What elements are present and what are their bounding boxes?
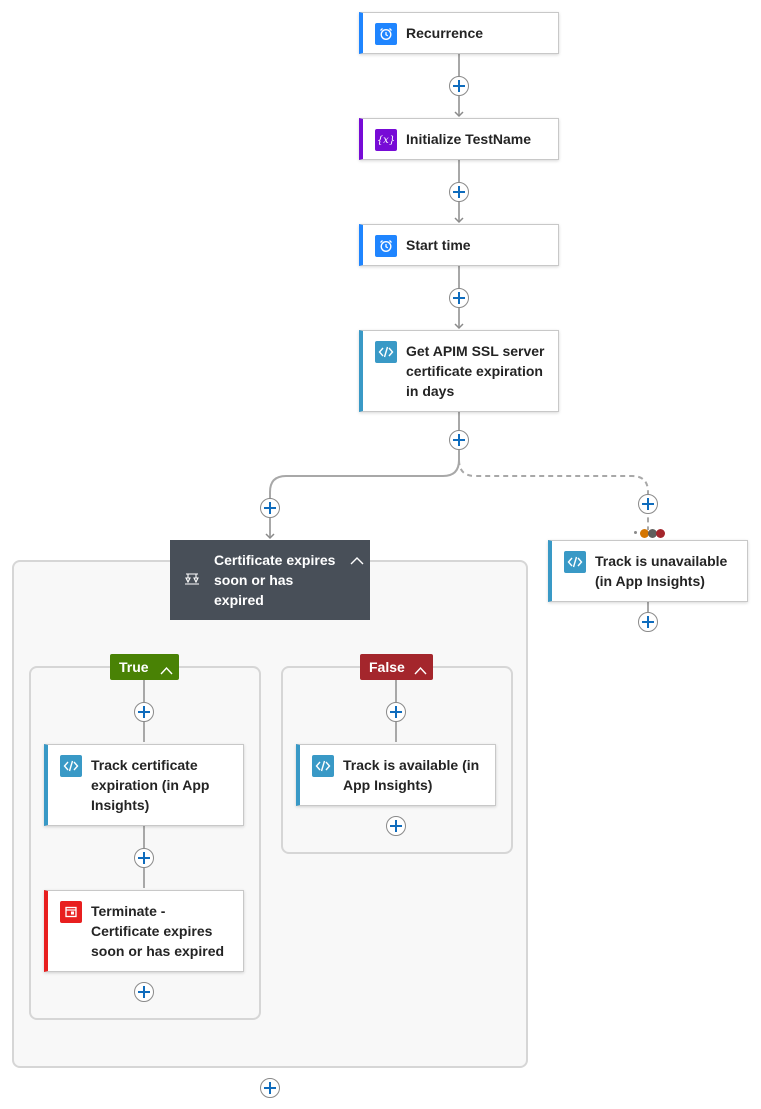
true-branch-badge[interactable]: True: [110, 654, 179, 680]
insert-step-button[interactable]: [449, 182, 469, 202]
condition-icon: [184, 572, 200, 591]
initialize-variable-card[interactable]: {x} Initialize TestName: [359, 118, 559, 160]
terminate-label: Terminate - Certificate expires soon or …: [91, 903, 225, 959]
insert-step-button[interactable]: [260, 1078, 280, 1098]
insert-step-button[interactable]: [638, 612, 658, 632]
insert-step-button[interactable]: [449, 430, 469, 450]
insert-step-button[interactable]: [386, 816, 406, 836]
track-unavailable-card[interactable]: Track is unavailable (in App Insights): [548, 540, 748, 602]
false-branch-label: False: [369, 659, 405, 675]
insert-step-button[interactable]: [449, 288, 469, 308]
start-time-card[interactable]: Start time: [359, 224, 559, 266]
true-branch-label: True: [119, 659, 149, 675]
start-time-label: Start time: [406, 237, 471, 253]
recurrence-trigger-card[interactable]: Recurrence: [359, 12, 559, 54]
terminate-icon: [60, 901, 82, 923]
false-branch-badge[interactable]: False: [360, 654, 433, 680]
insert-step-button[interactable]: [449, 76, 469, 96]
track-available-label: Track is available (in App Insights): [343, 757, 480, 793]
insert-step-button[interactable]: [386, 702, 406, 722]
track-certificate-expiration-card[interactable]: Track certificate expiration (in App Ins…: [44, 744, 244, 826]
track-available-card[interactable]: Track is available (in App Insights): [296, 744, 496, 806]
terminate-card[interactable]: Terminate - Certificate expires soon or …: [44, 890, 244, 972]
insert-step-button[interactable]: [134, 848, 154, 868]
alarm-clock-icon: [375, 23, 397, 45]
run-after-status-dot: [648, 529, 657, 538]
run-after-status-dot: [640, 529, 649, 538]
code-icon: [564, 551, 586, 573]
track-certificate-expiration-label: Track certificate expiration (in App Ins…: [91, 757, 210, 813]
collapse-chevron-icon[interactable]: [414, 662, 427, 678]
condition-label: Certificate expires soon or has expired: [214, 552, 336, 608]
track-unavailable-label: Track is unavailable (in App Insights): [595, 553, 728, 589]
run-after-indicator: [634, 531, 637, 534]
get-apim-certificate-label: Get APIM SSL server certificate expirati…: [406, 343, 545, 399]
variable-icon: {x}: [375, 129, 397, 151]
run-after-status-dot: [656, 529, 665, 538]
recurrence-label: Recurrence: [406, 25, 484, 41]
add-parallel-branch-button[interactable]: [638, 494, 658, 514]
get-apim-certificate-card[interactable]: Get APIM SSL server certificate expirati…: [359, 330, 559, 412]
initialize-variable-label: Initialize TestName: [406, 131, 532, 147]
collapse-chevron-icon[interactable]: [160, 662, 173, 678]
insert-step-button[interactable]: [260, 498, 280, 518]
code-icon: [312, 755, 334, 777]
condition-card[interactable]: Certificate expires soon or has expired: [170, 540, 370, 620]
code-icon: [375, 341, 397, 363]
code-icon: [60, 755, 82, 777]
collapse-chevron-icon[interactable]: [350, 552, 364, 570]
insert-step-button[interactable]: [134, 702, 154, 722]
alarm-clock-icon: [375, 235, 397, 257]
insert-step-button[interactable]: [134, 982, 154, 1002]
